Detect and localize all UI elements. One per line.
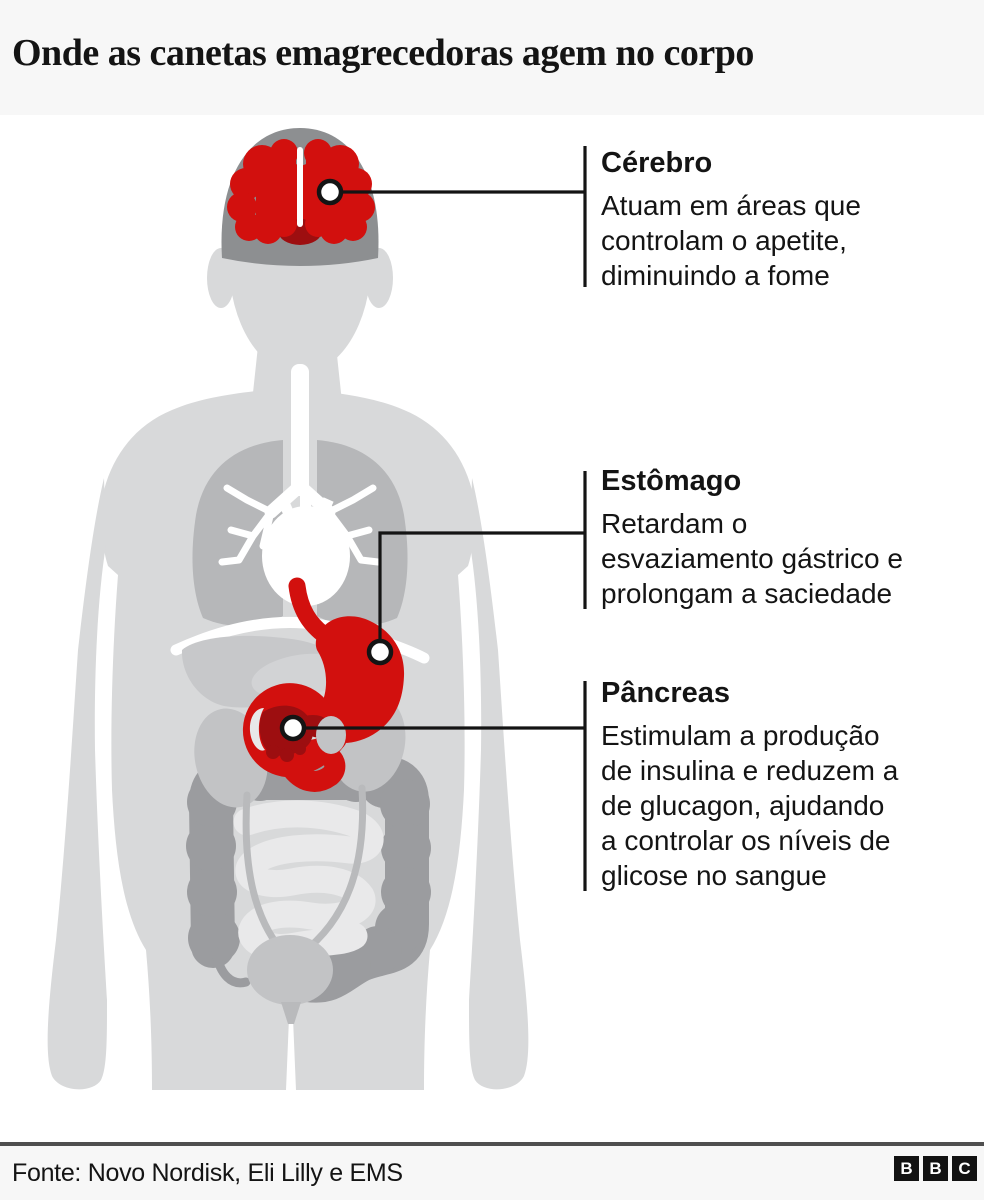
stomach-illustration [242,577,405,792]
footer-divider [0,1142,984,1146]
callout-lines [293,146,587,891]
annotation-cerebro-label: Cérebro [601,147,713,179]
pancreas-dot [279,714,307,742]
annotation-pancreas-label: Pâncreas [601,677,730,709]
appendix [211,947,251,988]
annotation-pancreas-description: Estimulam a produção de insulina e reduz… [601,720,899,891]
brain-illustration [221,128,379,266]
annotation-pancreas: Pâncreas Estimulam a produção de insulin… [601,676,961,893]
estomago-leader-line [378,531,585,652]
bbc-logo-letter: B [923,1156,948,1181]
esophagus [288,577,332,643]
right-arm [469,478,529,1090]
bbc-logo-letter: C [952,1156,977,1181]
right-ear [365,248,393,308]
heart [262,495,350,606]
estomago-dot [366,638,394,666]
annotation-estomago-label: Estômago [601,465,742,497]
brain-midline [297,147,303,227]
duodenum-opening-shade [316,716,346,754]
left-arm [47,478,107,1090]
duodenum-inner-wall [249,708,265,751]
bbc-logo-letter: B [894,1156,919,1181]
callout-dots [279,178,394,742]
annotation-estomago: Estômago Retardam o esvaziamento gástric… [601,464,961,611]
page-title: Onde as canetas emagrecedoras agem no co… [12,32,754,75]
footer-band [0,1146,984,1200]
bbc-logo: B B C [894,1156,977,1181]
annotation-cerebro: Cérebro Atuam em áreas que controlam o a… [601,146,961,293]
source-credit: Fonte: Novo Nordisk, Eli Lilly e EMS [12,1159,403,1187]
small-intestine [233,800,384,961]
bladder [247,935,333,1024]
cerebro-dot [316,178,344,206]
annotation-estomago-description: Retardam o esvaziamento gástrico e prolo… [601,508,903,609]
jejunum-tail [279,746,346,792]
annotation-cerebro-description: Atuam em áreas que controlam o apetite, … [601,190,861,291]
left-ear [207,248,235,308]
header-band [0,0,984,115]
